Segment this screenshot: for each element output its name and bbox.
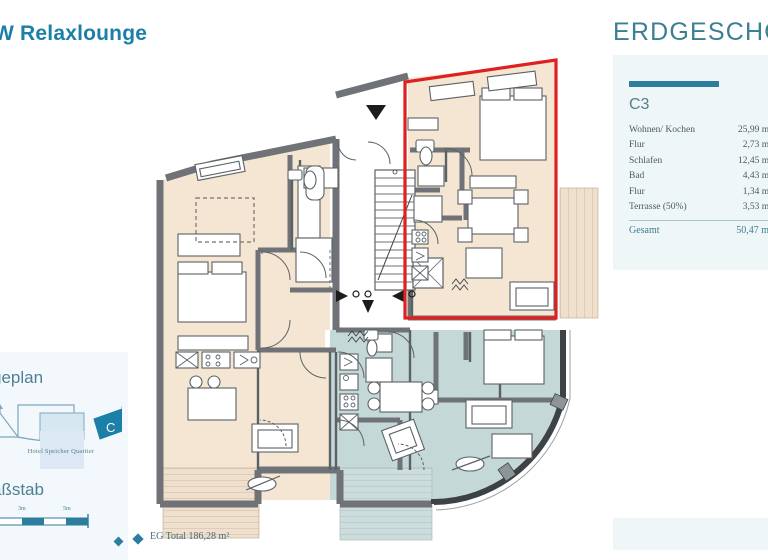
- balcony-pillars: [497, 393, 569, 482]
- total-row: Gesamt 50,47 m²: [629, 225, 768, 236]
- site-plan-caption: Hotel Speicher Quartier: [27, 448, 95, 455]
- site-block-shadow: [40, 431, 84, 469]
- wall-hatch: [347, 278, 469, 343]
- unit-code-label: C3: [629, 96, 650, 113]
- total-divider: [629, 220, 768, 222]
- dashed-area-marker: [195, 197, 255, 243]
- room-name: Terrasse (50%): [629, 201, 687, 212]
- room-name: Flur: [629, 140, 645, 151]
- page-title: W Relaxlounge: [0, 22, 148, 45]
- room-area: 25,99 m²: [738, 125, 768, 135]
- room-row: Bad 4,43 m²: [629, 169, 768, 184]
- room-area: 2,73 m²: [742, 140, 768, 151]
- floor-heading: ERDGESCHOSS: [613, 18, 768, 46]
- scale-bar: 3m 5m: [0, 506, 90, 528]
- room-area: 3,53 m²: [742, 201, 768, 212]
- total-area: 50,47 m²: [736, 225, 768, 237]
- unit-info-panel: C3 Wohnen/ Kochen 25,99 m² Flur 2,73 m² …: [613, 55, 768, 270]
- room-row: Schlafen 12,45 m²: [629, 154, 768, 169]
- room-area: 4,43 m²: [742, 171, 768, 182]
- scale-tick-3m: 3m: [18, 506, 26, 512]
- total-label: Gesamt: [629, 225, 660, 237]
- curved-exterior-wall: [431, 330, 566, 505]
- room-name: Schlafen: [629, 155, 663, 166]
- eg-total-label: EG Total 186,28 m²: [150, 531, 230, 542]
- room-row: Wohnen/ Kochen 25,99 m²: [629, 123, 768, 138]
- site-plan-diagram[interactable]: C: [0, 385, 122, 475]
- site-block-highlight[interactable]: C: [93, 408, 122, 440]
- unit-highlight-outline[interactable]: [403, 58, 558, 320]
- accent-bar: [629, 81, 719, 87]
- stairwell[interactable]: [374, 169, 416, 291]
- direction-arrows: [336, 105, 416, 313]
- room-name: Bad: [629, 171, 645, 182]
- room-row: Flur 1,34 m²: [629, 185, 768, 200]
- room-row: Flur 2,73 m²: [629, 138, 768, 153]
- room-row: Terrasse (50%) 3,53 m²: [629, 200, 768, 215]
- scale-tick-5m: 5m: [63, 506, 71, 512]
- site-marker-label: C: [106, 420, 115, 435]
- terrace-c3: [559, 187, 599, 319]
- room-area: 12,45 m²: [738, 155, 768, 166]
- secondary-info-panel: [613, 518, 768, 550]
- door-swings: [259, 141, 473, 471]
- scale-title: aßstab: [0, 480, 44, 499]
- room-area: 1,34 m²: [742, 186, 768, 197]
- room-name: Wohnen/ Kochen: [629, 125, 695, 135]
- room-name: Flur: [629, 186, 645, 197]
- site-plan-title: geplan: [0, 368, 44, 387]
- curved-wall-outline: [435, 330, 571, 511]
